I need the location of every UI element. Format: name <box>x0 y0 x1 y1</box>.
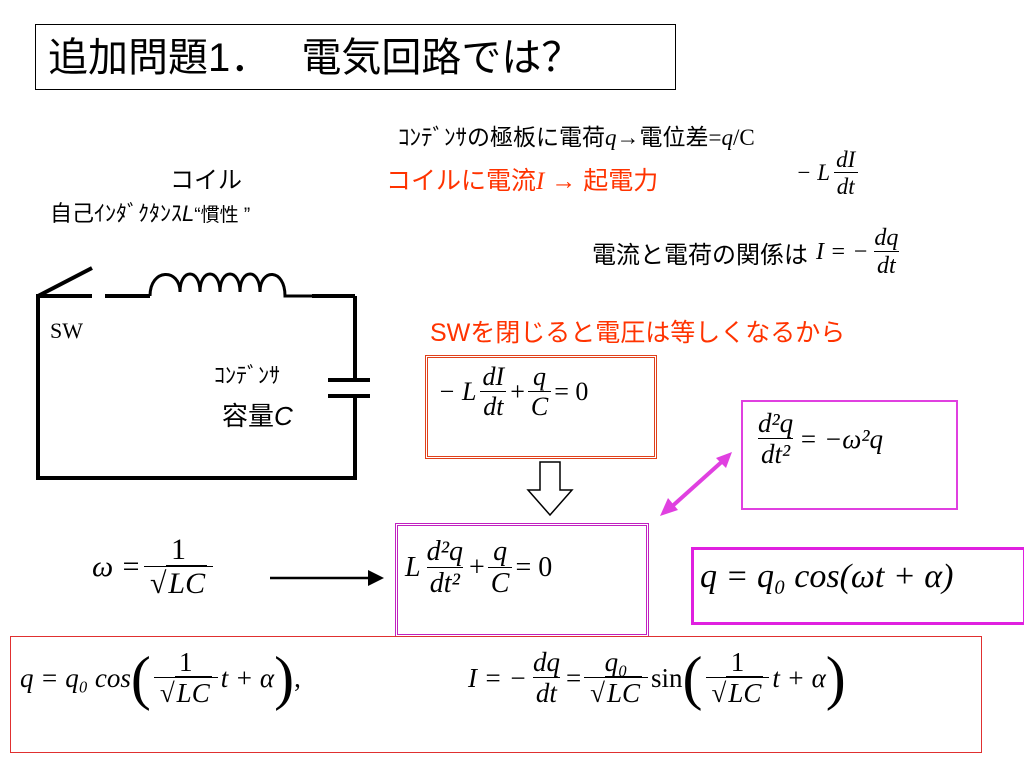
general-solution: q = q₀ cos(ωt + α) <box>700 558 954 595</box>
charge-sol-phase: t + α <box>220 662 275 693</box>
current-sol-den3: LC <box>726 676 764 708</box>
omega-numerator: 1 <box>171 533 187 566</box>
capacitance-symbol: C <box>274 401 293 431</box>
potential-arrow-text: →電位差= <box>616 125 722 150</box>
shm-numerator: d²q <box>758 408 794 438</box>
charge-solution: q = q₀ cos ( 1√LC t + α ) , <box>20 645 301 711</box>
shm-denominator: dt² <box>758 438 794 468</box>
shm-rhs: = −ω²q <box>799 423 883 454</box>
second-order-equation-box <box>395 523 649 637</box>
current-sol-num3: 1 <box>730 647 745 677</box>
lc-circuit-diagram <box>36 266 370 480</box>
current-sol-den2: LC <box>605 676 643 708</box>
second-order-plus: + <box>468 552 485 583</box>
inductance-symbol: L <box>182 201 195 226</box>
charge-sol-num: 1 <box>179 647 193 677</box>
omega-definition: ω = 1√LC <box>92 533 216 600</box>
second-order-num1: d²q <box>426 536 463 567</box>
coil-label: コイル <box>170 167 242 194</box>
double-arrow-icon <box>660 452 732 516</box>
voltage-eq-plus: + <box>510 377 525 406</box>
second-order-den2: C <box>487 567 513 598</box>
page-title: 追加問題1． 電気回路では？ <box>35 24 676 90</box>
current-sol-den1: dt <box>532 677 560 707</box>
voltage-equation-box <box>425 355 657 459</box>
omega-lhs: ω = <box>92 550 141 583</box>
current-solution-lhs: I = − <box>468 662 527 693</box>
emf-denominator: dt <box>833 172 858 198</box>
second-order-den1: dt² <box>426 567 463 598</box>
right-arrow-icon <box>270 570 384 586</box>
current-sol-sin: sin <box>651 662 683 693</box>
second-order-rhs: = 0 <box>515 552 553 583</box>
emf-text-b: → 起電力 <box>544 167 659 195</box>
relation-numerator: dq <box>874 225 899 251</box>
emf-numerator: dI <box>836 147 856 172</box>
voltage-eq-den1: dt <box>480 391 507 420</box>
omega-denominator: LC <box>166 565 208 600</box>
second-order-L: L <box>405 552 421 583</box>
shm-equation-box <box>741 400 958 510</box>
inertia-text: “慣性 ” <box>194 205 251 226</box>
capacitor-charge-text: ｺﾝﾃﾞﾝｻの極板に電荷 <box>398 124 605 150</box>
voltage-eq-term-a: − L <box>438 377 477 406</box>
final-result-box <box>10 636 982 753</box>
inductance-text: 自己ｲﾝﾀﾞｸﾀﾝｽ <box>50 201 183 226</box>
down-arrow-icon <box>526 461 574 517</box>
current-sol-eq: = <box>565 662 582 693</box>
current-symbol: I <box>536 168 545 195</box>
voltage-eq-num2: q <box>533 362 547 391</box>
current-sol-num2: q₀ <box>604 647 628 677</box>
switch-blade <box>37 266 93 298</box>
capacitance-text: 容量 <box>222 401 275 431</box>
inductor-coil <box>148 272 312 298</box>
inductance-label: 自己ｲﾝﾀﾞｸﾀﾝｽL“慣性 ” <box>50 196 250 228</box>
emf-statement: コイルに電流I → 起電力 <box>386 161 658 197</box>
voltage-eq-num1: dI <box>482 362 505 391</box>
capacitor-label: ｺﾝﾃﾞﾝｻ <box>214 363 281 388</box>
charge-symbol-2: q <box>721 125 733 150</box>
emf-minus-L: − L <box>796 160 831 185</box>
charge-sol-comma: , <box>294 662 301 693</box>
circuit-wire-left-bottom <box>36 294 357 480</box>
charge-solution-lhs: q = q₀ cos <box>20 662 131 693</box>
emf-text-a: コイルに電流 <box>386 167 537 195</box>
relation-lhs: I = − <box>816 238 869 265</box>
switch-closed-statement: SWを閉じると電圧は等しくなるから <box>430 319 846 347</box>
relation-denominator: dt <box>874 251 899 278</box>
charge-symbol: q <box>605 125 617 150</box>
relation-text: 電流と電荷の関係は <box>592 241 808 269</box>
current-sol-num1: dq <box>532 647 560 677</box>
capacitance-label: 容量C <box>222 396 293 433</box>
voltage-eq-rhs: = 0 <box>554 377 589 406</box>
capacitor-charge-line: ｺﾝﾃﾞﾝｻの極板に電荷q→電位差=q/C <box>398 118 755 152</box>
capacitance-divisor: /C <box>732 125 755 150</box>
switch-label: SW <box>50 318 83 343</box>
second-order-num2: q <box>493 536 508 567</box>
charge-sol-den: LC <box>174 676 212 708</box>
voltage-eq-den2: C <box>527 391 552 420</box>
current-sol-phase: t + α <box>772 662 826 693</box>
